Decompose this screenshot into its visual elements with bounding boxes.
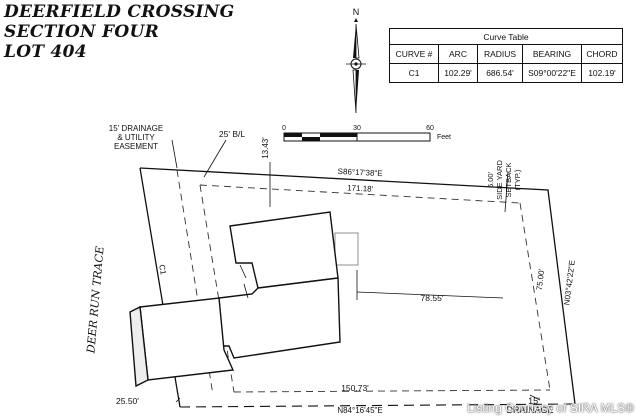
street-name: DEER RUN TRACE bbox=[84, 246, 106, 355]
north-arrow-icon: N bbox=[346, 7, 366, 114]
leader-lines bbox=[171, 139, 541, 403]
svg-text:EASEMENT: EASEMENT bbox=[114, 142, 158, 151]
side-yard-setback-label: 6.00' SIDE YARD SETBACK (TYP.) bbox=[486, 160, 522, 200]
curve-table: Curve Table CURVE # ARC RADIUS BEARING C… bbox=[389, 28, 623, 83]
svg-text:15': 15' bbox=[528, 396, 540, 406]
north-distance: 171.18' bbox=[347, 183, 374, 193]
house-east-distance: 78.55' bbox=[421, 293, 444, 303]
scale-tick-0: 0 bbox=[282, 125, 286, 132]
scale-bar: 0 30 60 Feet bbox=[282, 125, 451, 142]
north-label: N bbox=[353, 7, 360, 17]
scale-unit: Feet bbox=[437, 134, 451, 141]
subdivision-title: DEERFIELD CROSSING bbox=[4, 2, 235, 22]
scale-tick-30: 30 bbox=[353, 125, 361, 132]
building-line-label: 25' B/L bbox=[219, 129, 245, 139]
front-setback-dimension: 13.43' bbox=[261, 137, 270, 159]
curve-label: C1 bbox=[157, 264, 168, 276]
south-distance: 150.73' bbox=[341, 383, 369, 393]
svg-text:SIDE YARD: SIDE YARD bbox=[495, 160, 504, 200]
east-bearing: N03°42'22"E bbox=[562, 260, 576, 306]
east-distance: 75.00' bbox=[535, 268, 547, 291]
svg-text:(TYP.): (TYP.) bbox=[513, 169, 522, 190]
south-bearing: N84°16'45"E bbox=[337, 406, 382, 415]
drainage-easement-label: 15' DRAINAGE & UTILITY EASEMENT bbox=[109, 124, 163, 151]
dimension-house-east bbox=[356, 291, 504, 299]
section-title: SECTION FOUR bbox=[4, 22, 160, 42]
north-bearing: S86°17'38"E bbox=[337, 167, 382, 178]
curve-table-cell: 102.19' bbox=[581, 63, 623, 83]
svg-text:DRAINAGE: DRAINAGE bbox=[506, 405, 553, 415]
setback-lines bbox=[176, 169, 551, 396]
lot-title: LOT 404 bbox=[4, 42, 87, 62]
svg-text:15' DRAINAGE: 15' DRAINAGE bbox=[109, 124, 163, 133]
curve-table-cell: C1 bbox=[389, 63, 439, 83]
listing-watermark: Listing Courtesy of SIRA MLS® bbox=[467, 401, 634, 415]
scale-tick-60: 60 bbox=[426, 125, 434, 132]
house-footprint bbox=[129, 211, 359, 388]
svg-text:SETBACK: SETBACK bbox=[504, 162, 513, 197]
drainage-bottom-label: 15' DRAINAGE bbox=[506, 396, 553, 415]
svg-text:6.00': 6.00' bbox=[486, 171, 495, 188]
southwest-distance: 25.50' bbox=[116, 396, 139, 406]
svg-text:& UTILITY: & UTILITY bbox=[117, 133, 155, 142]
